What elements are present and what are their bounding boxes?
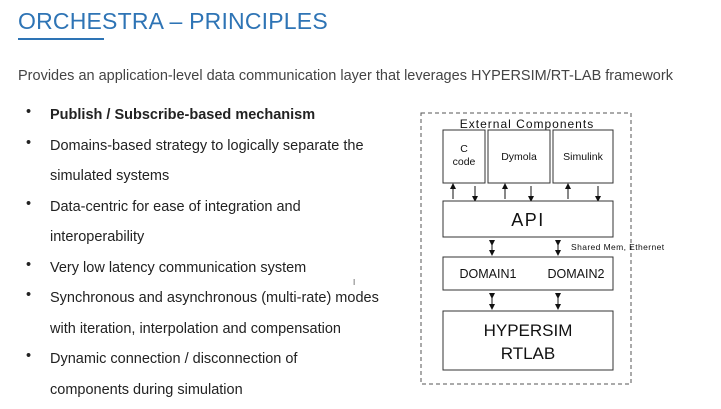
simulink-label: Simulink: [563, 151, 603, 163]
domain2-label: DOMAIN2: [548, 267, 605, 281]
api-domain-arrows: [492, 243, 558, 253]
shared-mem-ethernet-label: Shared Mem, Ethernet: [571, 242, 665, 252]
component-api-arrows: [453, 186, 598, 199]
external-components-label: External Components: [460, 117, 594, 131]
hypersim-label: HYPERSIM: [484, 321, 573, 340]
api-label: API: [511, 210, 545, 230]
rtlab-label: RTLAB: [501, 344, 556, 363]
domain-core-arrows: [492, 296, 558, 307]
c-code-label-line1: C: [460, 143, 468, 155]
dymola-label: Dymola: [501, 151, 537, 163]
c-code-label-line2: code: [453, 156, 476, 168]
domain1-label: DOMAIN1: [460, 267, 517, 281]
